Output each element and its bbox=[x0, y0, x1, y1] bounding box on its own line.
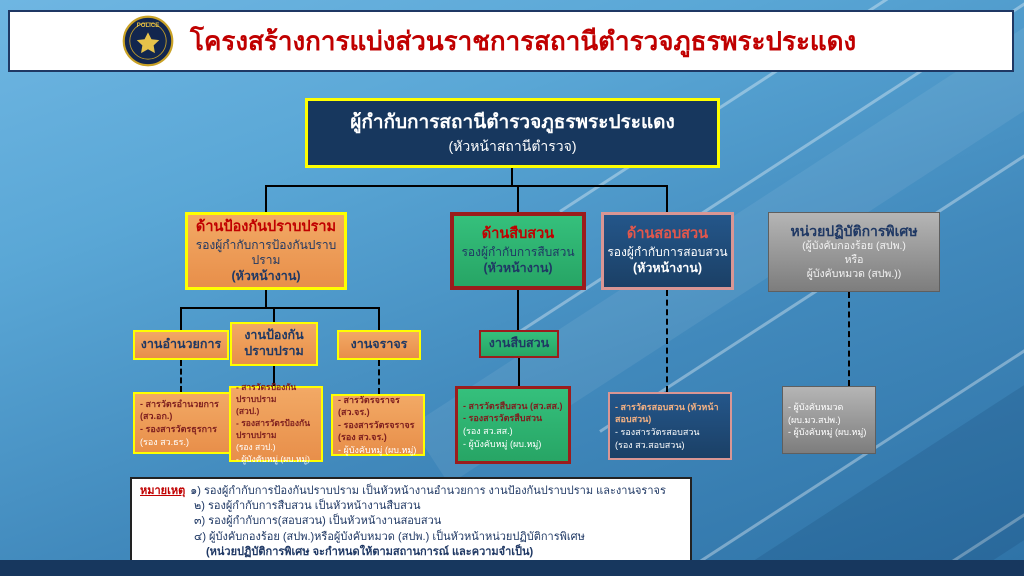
police-logo-icon: POLICE bbox=[122, 15, 174, 67]
detail-line: (รอง สว.สอบสวน) bbox=[615, 439, 685, 450]
detail-line: - สารวัตรจราจร (สว.จร.) bbox=[338, 394, 400, 418]
detail-line: (รอง สว.สส.) bbox=[463, 426, 513, 436]
connector-line bbox=[511, 168, 513, 186]
connector-line bbox=[180, 307, 380, 309]
connector-line bbox=[273, 366, 275, 386]
footer-bar bbox=[0, 560, 1024, 576]
branch-note: (หัวหน้างาน) bbox=[231, 268, 301, 283]
branch-special-operations: หน่วยปฏิบัติการพิเศษ (ผู้บังคับกองร้อย (… bbox=[768, 212, 940, 292]
connector-line-dashed bbox=[180, 360, 182, 392]
branch-note: (หัวหน้างาน) bbox=[632, 261, 703, 276]
root-box-superintendent: ผู้กำกับการสถานีตำรวจภูธรพระประแดง (หัวห… bbox=[305, 98, 720, 168]
branch-role: รองผู้กำกับการป้องกันปราบปราม bbox=[195, 237, 337, 267]
note-item: (หน่วยปฏิบัติการพิเศษ จะกำหนดให้ตามสถานก… bbox=[206, 545, 534, 558]
detail-line: - สารวัตรป้องกันปราบปราม bbox=[236, 382, 297, 405]
unit-label: งานป้องกัน bbox=[244, 328, 304, 343]
notes-label: หมายเหตุ bbox=[140, 485, 186, 497]
branch-inquiry: ด้านสอบสวน รองผู้กำกับการสอบสวน (หัวหน้า… bbox=[601, 212, 734, 290]
connector-line bbox=[666, 186, 668, 212]
detail-line: - ผู้บังคับหมู่ (ผบ.หมู่) bbox=[788, 427, 867, 438]
detail-line: - สารวัตรสืบสวน (สว.สส.) bbox=[463, 400, 563, 411]
branch-title: ด้านสอบสวน bbox=[626, 226, 709, 243]
connector-line bbox=[378, 308, 380, 330]
branch-note: (หัวหน้างาน) bbox=[483, 261, 553, 276]
detail-line: - ผู้บังคับหมวด (ผบ.มว.สปพ.) bbox=[788, 402, 844, 425]
detail-line: (รอง สว.ธร.) bbox=[140, 436, 190, 447]
connector-line-dashed bbox=[666, 290, 668, 392]
detail-special-operations: - ผู้บังคับหมวด (ผบ.มว.สปพ.) - ผู้บังคับ… bbox=[782, 386, 876, 454]
connector-line bbox=[265, 186, 267, 212]
detail-line: - รองสารวัตรสืบสวน bbox=[463, 413, 543, 424]
connector-line bbox=[518, 358, 520, 386]
detail-line: - ผู้บังคับหมู่ (ผบ.หมู่) bbox=[338, 444, 417, 455]
detail-line: - รองสารวัตรป้องกันปราบปราม bbox=[236, 418, 311, 440]
detail-line: - สารวัตรอำนวยการ bbox=[140, 398, 219, 409]
connector-line bbox=[273, 308, 275, 322]
connector-line bbox=[265, 185, 668, 187]
header-bar: POLICE โครงสร้างการแบ่งส่วนราชการสถานีตำ… bbox=[8, 10, 1014, 72]
detail-line: - รองสารวัตรธุรการ bbox=[140, 424, 217, 434]
branch-title: ด้านป้องกันปราบปราม bbox=[195, 218, 337, 235]
branch-sub-line: ผู้บังคับหมวด (สปพ.)) bbox=[806, 267, 902, 280]
detail-traffic: - สารวัตรจราจร (สว.จร.) - รองสารวัตรจราจ… bbox=[331, 394, 425, 456]
detail-line: (รอง สว.จร.) bbox=[338, 432, 387, 443]
branch-role: รองผู้กำกับการสืบสวน bbox=[461, 245, 575, 260]
detail-line: - รองสารวัตรสอบสวน bbox=[615, 427, 700, 437]
page-title: โครงสร้างการแบ่งส่วนราชการสถานีตำรวจภูธร… bbox=[190, 25, 857, 56]
connector-line-dashed bbox=[848, 292, 850, 386]
note-item: ๒) รองผู้กำกับการสืบสวน เป็นหัวหน้างานสื… bbox=[194, 500, 421, 513]
branch-role: รองผู้กำกับการสอบสวน bbox=[607, 245, 728, 260]
unit-prevention-suppression: งานป้องกัน ปราบปราม bbox=[230, 322, 318, 366]
branch-prevention-suppression: ด้านป้องกันปราบปราม รองผู้กำกับการป้องกั… bbox=[185, 212, 347, 290]
unit-investigation: งานสืบสวน bbox=[479, 330, 559, 358]
detail-prevention-suppression: - สารวัตรป้องกันปราบปราม (สวป.) - รองสาร… bbox=[229, 382, 323, 464]
notes-box: หมายเหตุ ๑) รองผู้กำกับการป้องกันปราบปราม… bbox=[130, 477, 692, 563]
unit-label: งานสืบสวน bbox=[488, 336, 550, 351]
detail-line: - ผู้บังคับหมู่ (ผบ.หมู่) bbox=[236, 453, 310, 464]
root-title: ผู้กำกับการสถานีตำรวจภูธรพระประแดง bbox=[350, 111, 675, 133]
detail-inquiry: - สารวัตรสอบสวน (หัวหน้าสอบสวน) - รองสาร… bbox=[608, 392, 732, 460]
connector-line bbox=[180, 308, 182, 330]
svg-text:POLICE: POLICE bbox=[137, 23, 160, 29]
detail-investigation: - สารวัตรสืบสวน (สว.สส.) - รองสารวัตรสืบ… bbox=[455, 386, 571, 464]
unit-label: งานอำนวยการ bbox=[140, 337, 222, 352]
detail-line: - รองสารวัตรจราจร bbox=[338, 419, 415, 430]
branch-sub-line: หรือ bbox=[844, 253, 864, 266]
connector-line-dashed bbox=[378, 360, 380, 394]
branch-investigation: ด้านสืบสวน รองผู้กำกับการสืบสวน (หัวหน้า… bbox=[450, 212, 586, 290]
note-item: ๑) รองผู้กำกับการป้องกันปราบปราม เป็นหัว… bbox=[190, 485, 666, 497]
detail-line: (รอง สวป.) bbox=[236, 441, 276, 452]
note-item: ๔) ผู้บังคับกองร้อย (สปพ.)หรือผู้บังคับห… bbox=[194, 530, 585, 543]
detail-line: - สารวัตรสอบสวน (หัวหน้าสอบสวน) bbox=[615, 401, 719, 425]
unit-label: ปราบปราม bbox=[244, 344, 304, 358]
unit-administration: งานอำนวยการ bbox=[133, 330, 229, 360]
connector-line bbox=[517, 186, 519, 212]
note-item: ๓) รองผู้กำกับการ(สอบสวน) เป็นหัวหน้างาน… bbox=[194, 515, 442, 528]
detail-line: (สว.อก.) bbox=[140, 411, 173, 422]
detail-administration: - สารวัตรอำนวยการ (สว.อก.) - รองสารวัตรธ… bbox=[133, 392, 233, 454]
branch-sub-line: (ผู้บังคับกองร้อย (สปพ.) bbox=[802, 240, 906, 253]
root-subtitle: (หัวหน้าสถานีตำรวจ) bbox=[448, 137, 577, 154]
unit-label: งานจราจร bbox=[350, 337, 408, 352]
connector-line bbox=[265, 290, 267, 308]
branch-title: หน่วยปฏิบัติการพิเศษ bbox=[790, 222, 918, 239]
unit-traffic: งานจราจร bbox=[337, 330, 421, 360]
detail-line: - ผู้บังคับหมู่ (ผบ.หมู่) bbox=[463, 438, 542, 449]
connector-line bbox=[517, 290, 519, 330]
detail-line: (สวป.) bbox=[236, 406, 260, 417]
branch-title: ด้านสืบสวน bbox=[481, 226, 555, 243]
